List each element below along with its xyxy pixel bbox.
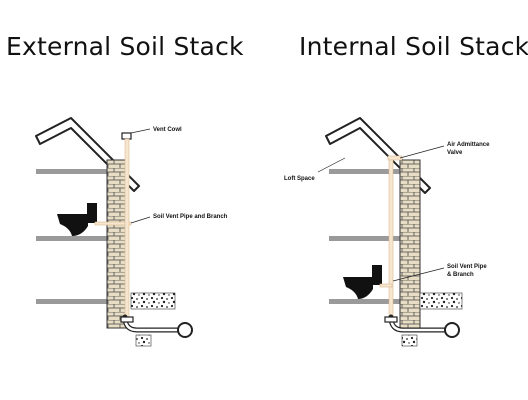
ext-drain-end [177,322,193,338]
ext-underground-gravel [135,334,152,347]
int-floor-middle [329,236,402,241]
int-leader-air-admittance [399,145,445,159]
ext-branch-pipe [94,221,132,226]
label-air-admittance: Air Admittance [447,142,490,148]
label-air-admittance-valve: Valve [447,150,463,156]
label-soil-vent-pipe: Soil Vent Pipe [447,264,487,270]
int-ground-gravel [419,292,463,310]
ext-ground-gravel [130,292,176,310]
int-floor-top [329,169,402,174]
ext-pipe-collar [120,316,134,323]
int-leader-loft-space [317,157,346,173]
int-leader-soil-vent [392,267,445,282]
ext-toilet-icon [57,203,97,236]
ext-floor-top [36,169,111,174]
int-drain-end [444,322,460,338]
label-loft-space: Loft Space [284,176,315,182]
ext-floor-bottom [36,299,111,304]
internal-diagram: Air Admittance Valve Loft Space Soil Ven… [284,117,490,347]
ext-vent-cowl [121,132,132,140]
int-pipe-top [387,155,403,161]
ext-soil-vent-pipe [124,138,130,322]
ext-brick-wall [106,159,128,329]
external-diagram: Vent Cowl Soil Vent Pipe and Branch [35,117,228,347]
ext-leader-vent-cowl [130,128,151,134]
title-external-soil-stack: External Soil Stack [6,32,244,61]
int-pipe-collar [384,316,398,323]
int-underground-gravel [401,334,418,347]
int-brick-wall [399,159,421,329]
label-vent-cowl: Vent Cowl [153,127,182,133]
int-toilet-icon [343,265,382,299]
label-soil-vent-pipe-branch: Soil Vent Pipe and Branch [153,214,228,220]
label-soil-vent-branch: & Branch [447,272,474,278]
int-soil-vent-pipe [388,159,394,322]
ext-floor-middle [36,236,111,241]
int-branch-pipe [379,283,393,288]
int-floor-bottom [329,299,402,304]
title-internal-soil-stack: Internal Soil Stack [299,32,528,61]
ext-leader-soil-vent [130,216,151,224]
